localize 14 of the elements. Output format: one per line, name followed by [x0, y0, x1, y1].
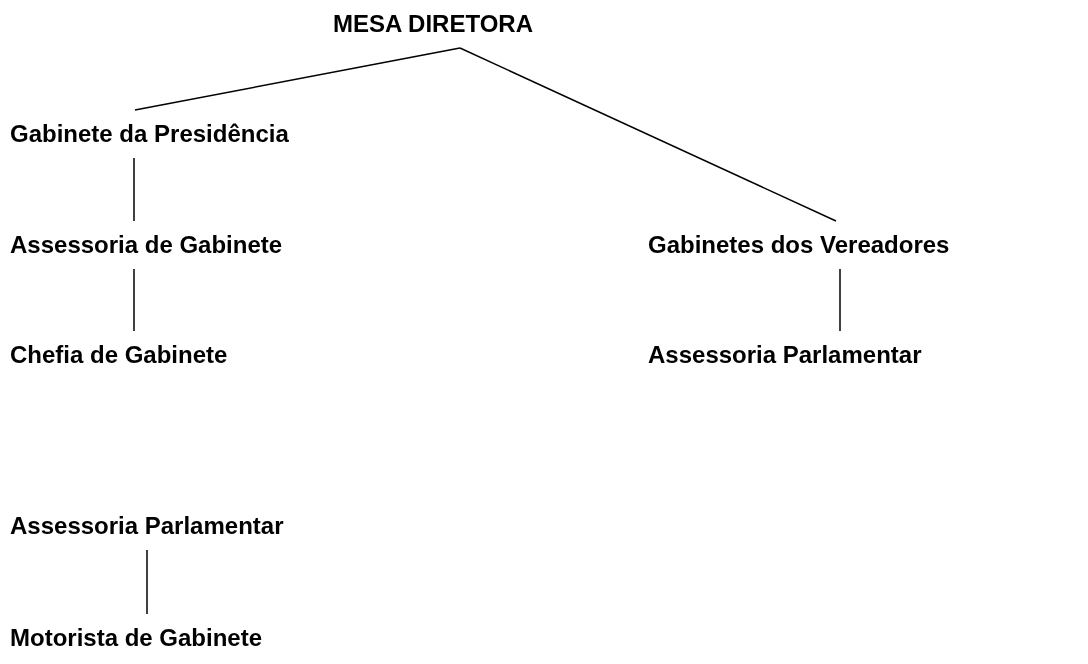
org-unit-label: Assessoria Parlamentar: [10, 502, 284, 550]
org-unit-label: Gabinetes dos Vereadores: [648, 221, 950, 269]
org-unit-label: MESA DIRETORA: [333, 0, 533, 48]
connector-line: [459, 47, 837, 222]
org-unit-label: Chefia de Gabinete: [10, 331, 228, 379]
connector-line: [134, 47, 461, 111]
org-unit-label: Assessoria Parlamentar: [648, 331, 922, 379]
connector-line: [839, 268, 841, 332]
org-unit-label: Gabinete da Presidência: [10, 110, 289, 158]
connector-line: [146, 549, 148, 615]
org-unit-label: Motorista de Gabinete: [10, 614, 263, 662]
connector-line: [133, 157, 135, 222]
org-unit-label: Assessoria de Gabinete: [10, 221, 283, 269]
connector-line: [133, 268, 135, 332]
